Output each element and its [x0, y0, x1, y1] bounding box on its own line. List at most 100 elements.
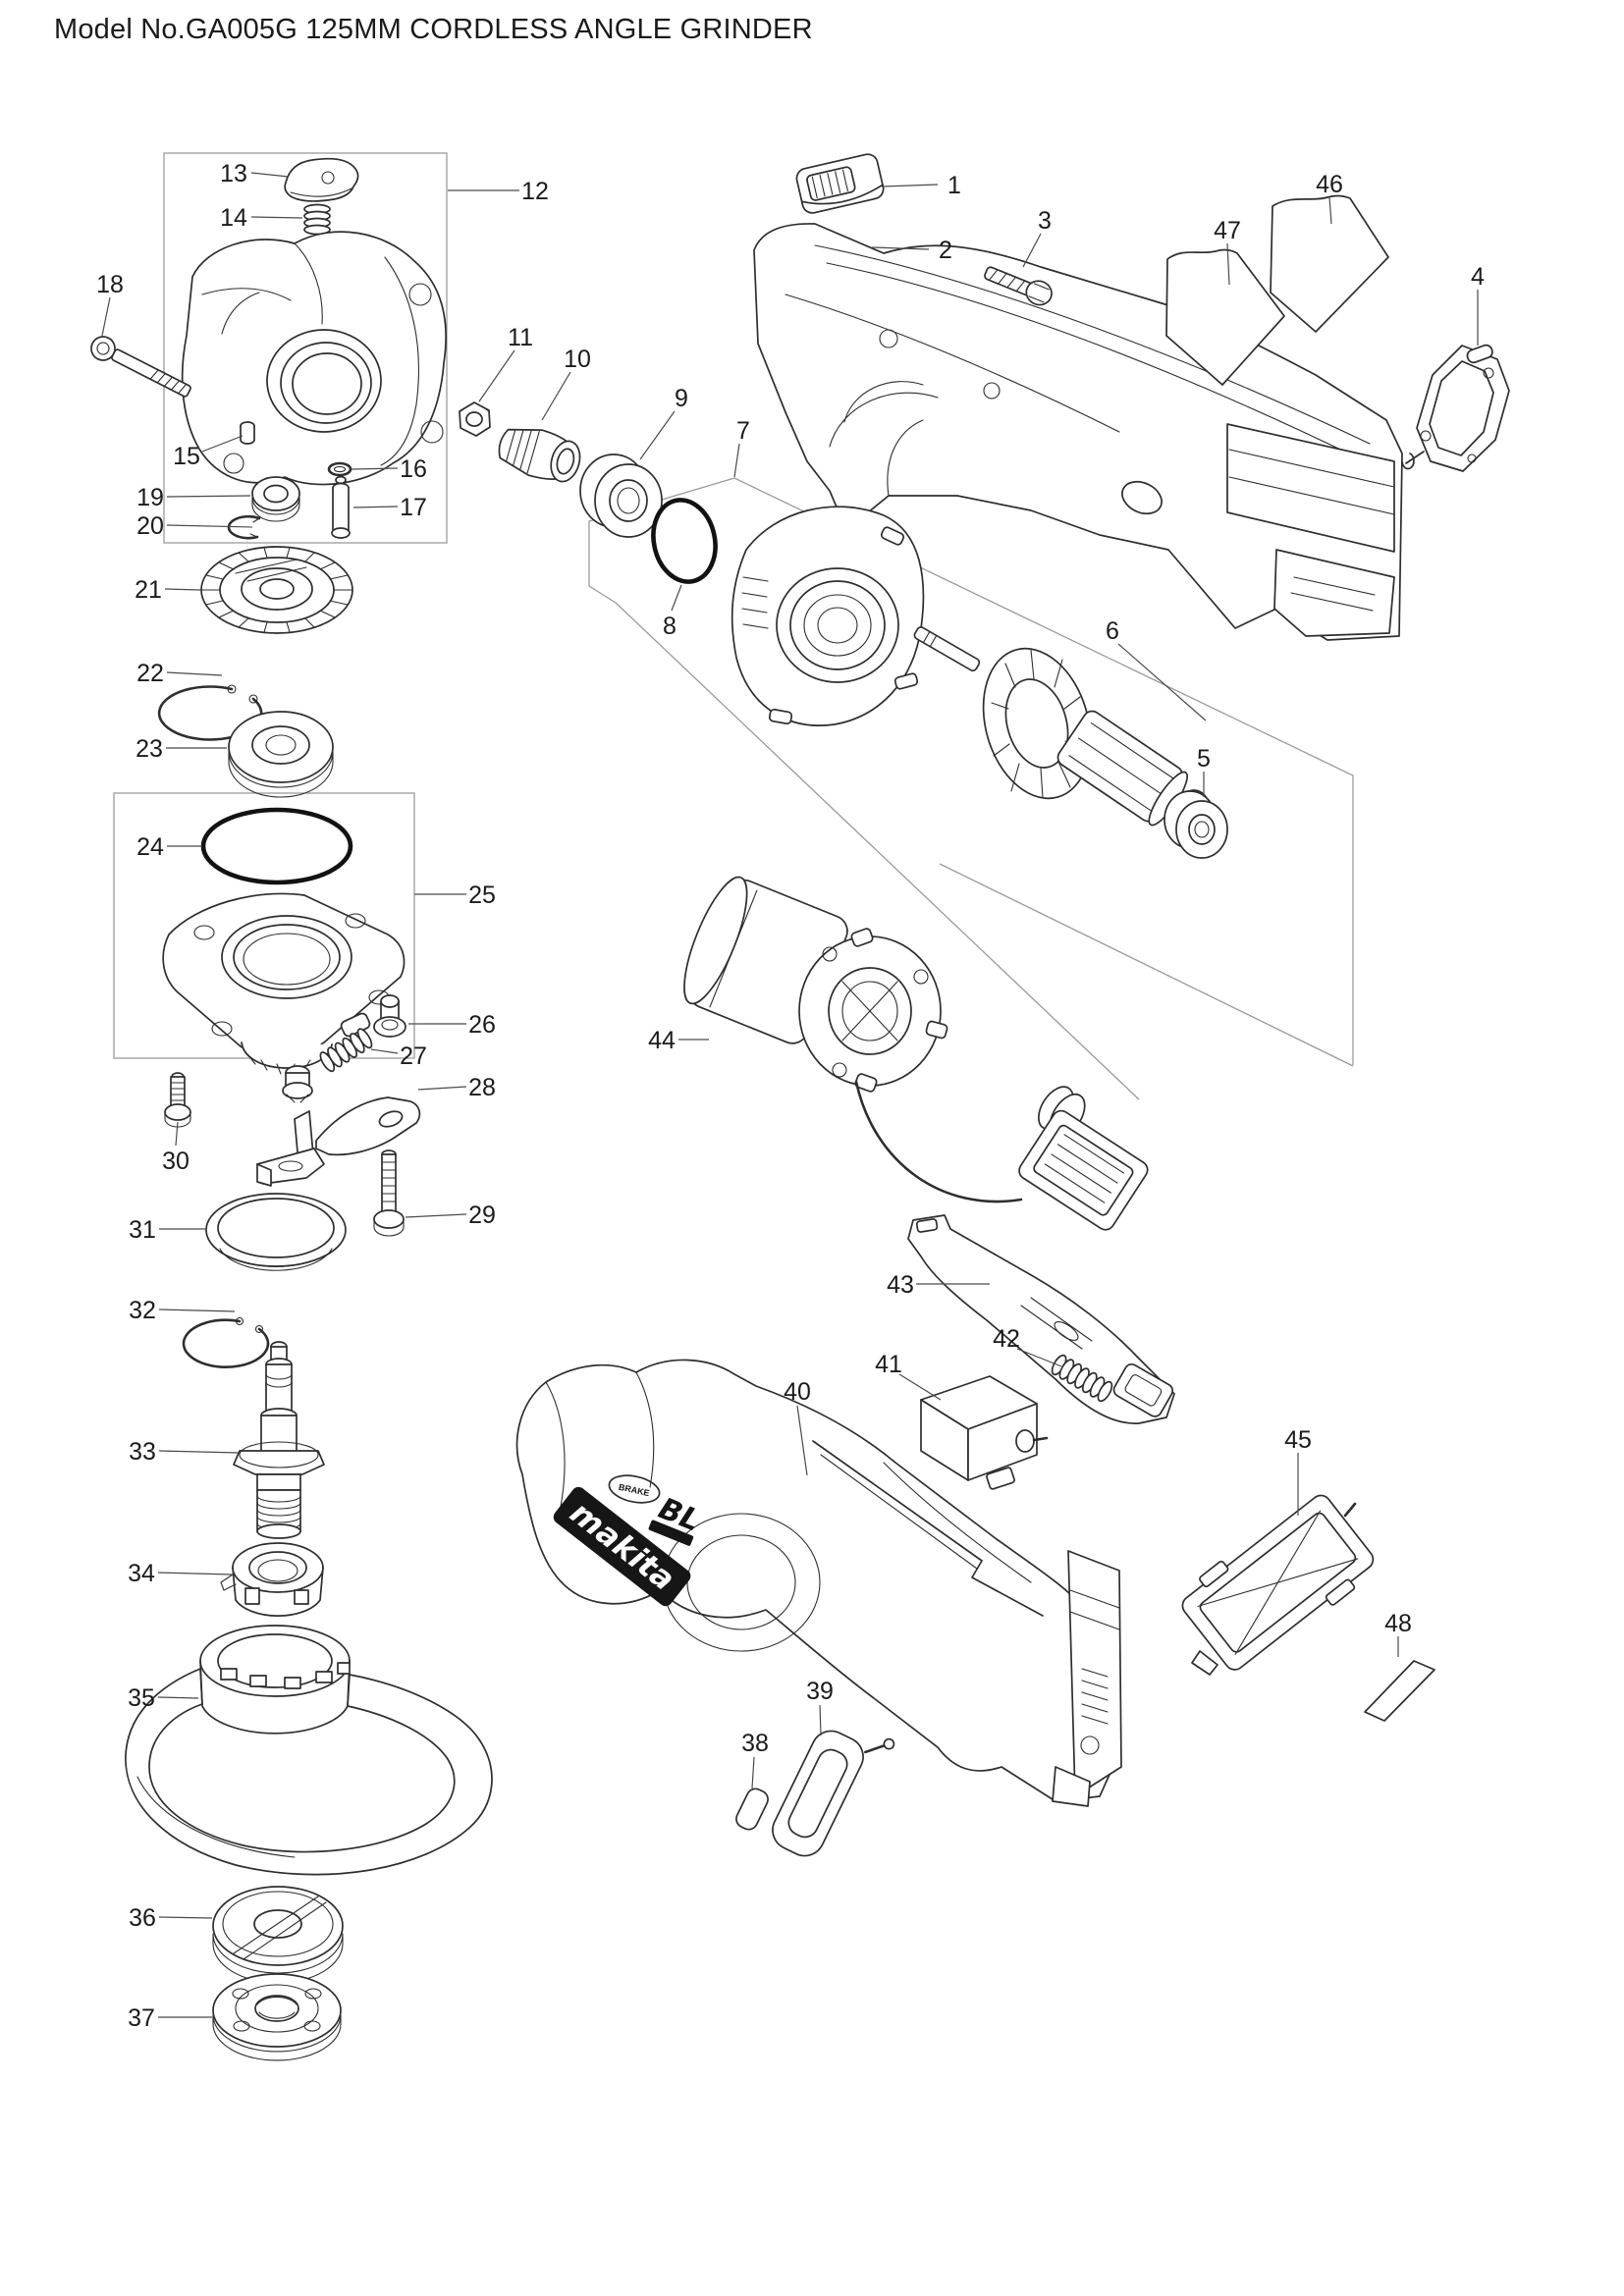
part-label-38: 38 [741, 1730, 769, 1757]
part-label-25: 25 [468, 881, 496, 909]
part-drawing-9-bearing [579, 454, 663, 538]
part-label-10: 10 [564, 346, 591, 373]
part-drawing-2-housing [753, 223, 1403, 641]
part-label-5: 5 [1197, 745, 1211, 773]
part-drawing-26-sleeve [373, 994, 406, 1038]
part-label-3: 3 [1038, 207, 1052, 235]
part-drawing-7-bearing-box [731, 506, 925, 726]
part-label-22: 22 [136, 660, 164, 687]
leader-line-36 [158, 1916, 213, 1919]
leader-line-9 [639, 410, 676, 460]
leader-line-6 [1117, 643, 1207, 721]
leader-line-30 [175, 1121, 179, 1147]
part-drawing-35-wheel-guard [125, 1625, 493, 1876]
part-drawing-23-ball-bearing [228, 711, 334, 798]
part-drawing-27-spring [319, 1028, 373, 1073]
part-drawing-41-switch [920, 1375, 1049, 1490]
part-drawing-28-lock-lever [256, 1096, 421, 1187]
part-drawing-39-lock-lever [772, 1730, 895, 1857]
part-label-16: 16 [400, 455, 427, 483]
part-label-31: 31 [129, 1216, 156, 1244]
part-drawing-25-bearing-box [162, 892, 406, 1075]
part-drawing-4-plate [1401, 344, 1510, 472]
part-label-2: 2 [939, 237, 952, 264]
part-label-14: 14 [220, 204, 247, 232]
leader-line-32 [158, 1308, 236, 1312]
part-label-29: 29 [468, 1201, 496, 1229]
part-label-45: 45 [1284, 1426, 1312, 1454]
part-label-46: 46 [1316, 171, 1343, 198]
part-label-20: 20 [136, 512, 164, 540]
leader-line-47 [1226, 242, 1230, 286]
leader-line-27 [370, 1048, 399, 1054]
part-label-26: 26 [468, 1011, 496, 1039]
leader-lines [101, 172, 1479, 2018]
part-label-32: 32 [129, 1297, 156, 1324]
part-label-40: 40 [784, 1378, 811, 1406]
leader-line-8 [671, 584, 682, 612]
leader-line-46 [1328, 196, 1332, 225]
part-label-11: 11 [508, 324, 533, 351]
leader-line-39 [819, 1704, 822, 1736]
part-label-41: 41 [875, 1351, 902, 1378]
part-drawing-15-pin [240, 421, 255, 445]
part-label-19: 19 [136, 484, 164, 511]
part-label-39: 39 [806, 1678, 834, 1705]
part-drawing-48-label [1364, 1660, 1435, 1722]
page-title: Model No.GA005G 125MM CORDLESS ANGLE GRI… [54, 14, 813, 45]
part-drawing-40-motor-housing: makita BRAKE BL [515, 1359, 1122, 1807]
leader-line-20 [166, 524, 253, 528]
leader-line-1 [881, 184, 939, 187]
leader-line-21 [164, 588, 201, 591]
leader-line-13 [250, 172, 290, 178]
leader-line-34 [157, 1572, 233, 1575]
part-label-9: 9 [675, 385, 688, 412]
leader-line-19 [166, 495, 251, 498]
part-drawing-44-field [683, 876, 1149, 1231]
part-label-8: 8 [663, 613, 677, 640]
part-label-43: 43 [887, 1271, 914, 1299]
part-label-33: 33 [129, 1438, 156, 1466]
part-drawing-19-bearing [251, 476, 300, 522]
part-label-18: 18 [96, 271, 124, 298]
leader-line-41 [898, 1373, 942, 1401]
part-drawing-28-shoulder-pin [282, 1065, 313, 1103]
leader-line-15 [201, 435, 244, 453]
part-label-36: 36 [129, 1904, 156, 1932]
part-drawing-29-screw [373, 1149, 405, 1237]
leader-line-18 [101, 296, 111, 337]
part-drawing-1-switch-slider [795, 153, 885, 214]
part-label-35: 35 [128, 1684, 155, 1712]
leader-line-7 [733, 443, 740, 478]
leader-line-2 [871, 246, 930, 250]
part-label-1: 1 [947, 172, 961, 199]
part-label-6: 6 [1106, 617, 1119, 645]
part-drawing-14-spring [303, 203, 331, 236]
part-drawing-47-label-sheet [1165, 248, 1285, 386]
part-label-48: 48 [1384, 1610, 1412, 1637]
part-label-44: 44 [648, 1027, 676, 1054]
part-drawing-18-bolt [90, 336, 191, 398]
part-label-4: 4 [1471, 263, 1485, 291]
part-drawing-21-spiral-bevel-gear [200, 546, 353, 634]
part-drawing-46-label-sheet [1270, 194, 1389, 333]
leader-line-28 [417, 1086, 467, 1091]
leader-line-22 [166, 671, 223, 676]
leader-line-40 [796, 1405, 808, 1476]
part-drawing-30-screw [164, 1072, 191, 1128]
leader-line-3 [1022, 233, 1042, 268]
part-drawing-11-nut [459, 401, 491, 437]
part-drawing-43-strap [907, 1214, 1175, 1424]
part-label-34: 34 [128, 1560, 155, 1587]
leader-line-38 [751, 1756, 755, 1789]
part-drawing-32-snap-ring [182, 1316, 270, 1368]
part-drawing-33-spindle [233, 1341, 325, 1539]
part-label-30: 30 [162, 1148, 189, 1175]
part-drawing-16-o-ring [327, 461, 352, 477]
leader-line-29 [405, 1213, 467, 1218]
part-label-13: 13 [220, 160, 247, 187]
leader-line-16 [351, 467, 399, 470]
